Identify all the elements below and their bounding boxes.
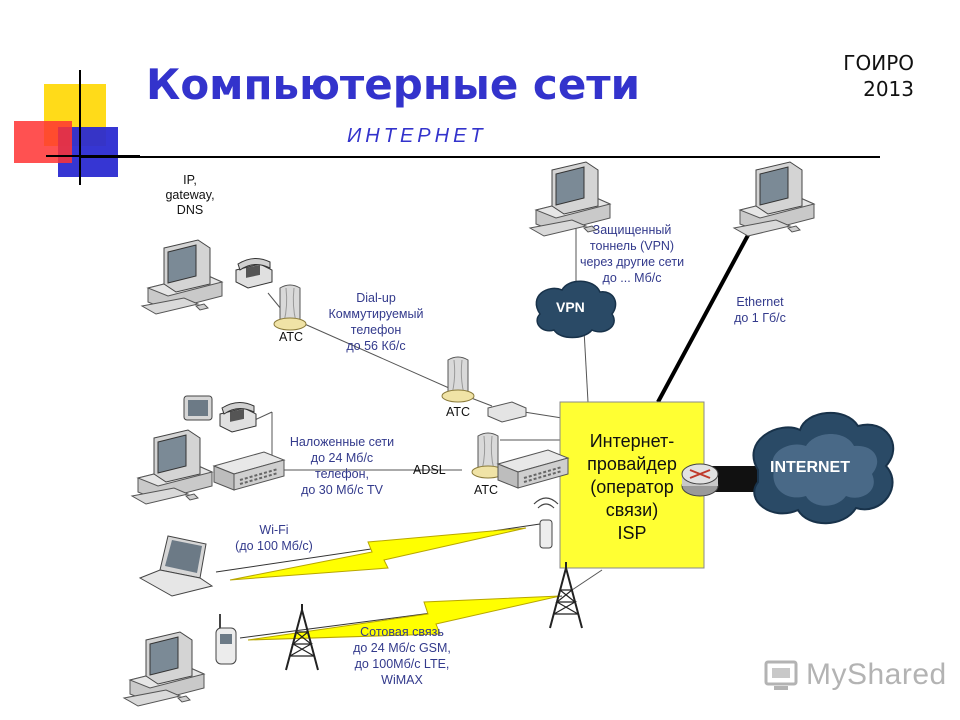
dialup-label-line-2: Коммутируемый (329, 307, 424, 321)
cell-phone-icon (215, 614, 237, 665)
isp-line-4: связи) (606, 500, 658, 520)
tv-icon (183, 395, 213, 421)
vpn-desc-line-3: через другие сети (580, 255, 684, 269)
vpn-desc-line-2: тоннель (VPN) (590, 239, 674, 253)
isp-line-5: ISP (617, 523, 646, 543)
switch-adsl-icon (497, 449, 569, 489)
atc-dialup-icon (273, 284, 307, 331)
cellular-label-line-1: Сотовая связь (360, 625, 444, 639)
internet-label: INTERNET (770, 459, 850, 476)
overlay-label-line-3: телефон, (315, 467, 369, 481)
ethernet-line (656, 223, 756, 403)
isp-line-1: Интернет- (590, 431, 675, 451)
router-icon (681, 463, 719, 497)
org-label: ГОИРО 2013 (843, 50, 914, 102)
vpn-cloud-icon (535, 280, 617, 339)
internet-cloud-icon (752, 412, 895, 525)
atc-adsl-label: АТС (474, 483, 498, 497)
vpn-desc-line-1: Защищенный (593, 223, 672, 237)
ip-label-line-3: DNS (177, 203, 203, 217)
modem-to-isp-line (523, 411, 563, 419)
computer-dialup-icon (141, 239, 223, 315)
laptop-icon (138, 535, 214, 597)
vpn-desc-line-4: до ... Мб/с (603, 271, 662, 285)
ethernet-label-line-1: Ethernet (736, 295, 784, 309)
ethernet-label-line-2: до 1 Гб/с (734, 311, 786, 325)
phone-dialup-icon (235, 257, 273, 289)
vpn-cloud-label: VPN (556, 299, 585, 315)
ip-label-line-2: gateway, (165, 188, 214, 202)
corner-decoration (14, 70, 140, 185)
watermark-text: MyShared (806, 658, 947, 691)
ip-label-line-1: IP, (183, 173, 197, 187)
vpn-to-isp-line (583, 329, 589, 403)
dialup-label-line-3: телефон (351, 323, 402, 337)
title-underline (80, 156, 880, 158)
isp-line-2: провайдер (587, 454, 677, 474)
switch-overlay-icon (213, 451, 285, 491)
adsl-label: ADSL (413, 463, 446, 477)
org-name: ГОИРО (843, 51, 914, 75)
watermark-logo-icon (764, 660, 798, 690)
dialup-line-2 (299, 321, 459, 393)
cellular-label-line-2: до 24 Мб/с GSM, (353, 641, 451, 655)
phone-overlay-icon (219, 401, 257, 433)
computer-ethernet-icon (733, 161, 815, 237)
tower-isp-icon (549, 561, 583, 629)
cellular-lightning (247, 595, 561, 641)
wifi-lightning (229, 527, 527, 581)
tower-to-isp-line (571, 569, 603, 591)
wifi-access-point-icon (533, 497, 559, 549)
org-year: 2013 (863, 77, 914, 101)
dialup-label-line-4: до 56 Кб/с (346, 339, 405, 353)
atc-dialup-label: АТС (279, 330, 303, 344)
page-title: Компьютерные сети (146, 60, 641, 109)
atc-modem-icon (441, 356, 475, 403)
wifi-label-line-2: (до 100 Мб/с) (235, 539, 313, 553)
isp-line-3: (оператор (590, 477, 673, 497)
overlay-label-line-1: Наложенные сети (290, 435, 394, 449)
cellular-label-line-4: WiMAX (381, 673, 423, 687)
modem-icon (487, 401, 527, 423)
wifi-label-line-1: Wi-Fi (259, 523, 288, 537)
computer-overlay-icon (131, 429, 213, 505)
computer-cellular-icon (123, 631, 205, 707)
isp-box (559, 401, 705, 569)
page-subtitle: ИНТЕРНЕТ (347, 125, 487, 147)
cellular-label-line-3: до 100Мб/с LTE, (355, 657, 450, 671)
overlay-label-line-2: до 24 Мб/с (311, 451, 373, 465)
atc-modem-label: АТС (446, 405, 470, 419)
dialup-label-line-1: Dial-up (356, 291, 396, 305)
overlay-label-line-4: до 30 Мб/с TV (301, 483, 383, 497)
